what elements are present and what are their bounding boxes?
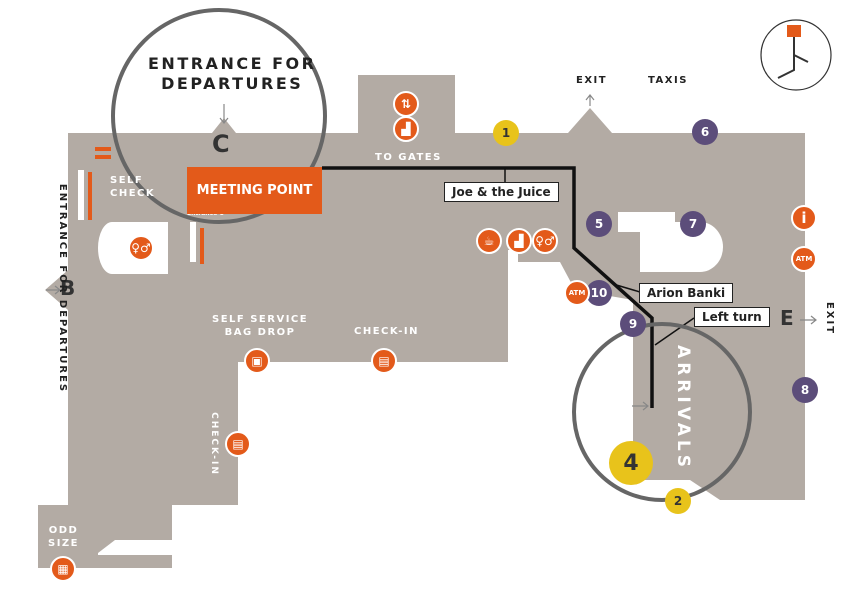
marker-7[interactable]: 7 [680,211,706,237]
info-icon[interactable]: i [791,205,817,231]
entrance-departures-b-label: ENTRANCE FOR DEPARTURES [57,183,69,394]
meeting-point-label: MEETING POINT [187,167,322,214]
arrivals-label: ARRIVALS [672,345,693,471]
restroom-icon[interactable]: ♀♂ [532,228,558,254]
exit-top-label: EXIT [576,75,608,86]
check-in-icon[interactable]: ▤ [371,348,397,374]
bag-drop-icon[interactable]: ▣ [244,348,270,374]
highlight-circle-entrance-c [111,8,327,224]
arion-banki-callout: Arion Banki [639,283,734,303]
food-icon[interactable]: ☕ [476,228,502,254]
marker-1[interactable]: 1 [493,120,519,146]
marker-4[interactable]: 4 [609,441,653,485]
marker-2[interactable]: 2 [665,488,691,514]
marker-6[interactable]: 6 [692,119,718,145]
check-in-label: CHECK-IN [354,326,419,337]
gate-c-label: C [212,130,230,158]
compass-inset [760,19,832,91]
stairs-icon[interactable]: ▟ [506,228,532,254]
gate-e-label: E [780,306,794,330]
taxis-label: TAXIS [648,75,688,86]
atm-icon[interactable]: ATM [791,246,817,272]
bag-drop-label: SELF SERVICE BAG DROP [212,314,309,338]
marker-5[interactable]: 5 [586,211,612,237]
left-turn-callout: Left turn [694,307,770,327]
joe-juice-callout: Joe & the Juice [444,182,559,202]
gate-b-label: B [60,276,76,300]
exit-right-label: EXIT [824,301,836,336]
desk-marks [88,147,204,264]
marker-9[interactable]: 9 [620,311,646,337]
entrance-departures-c-label: ENTRANCE FOR DEPARTURES [148,54,317,93]
atm-icon[interactable]: ATM [564,280,590,306]
escalator-icon[interactable]: ⇅ [393,91,419,117]
highlight-circle-arrivals [572,322,752,502]
marker-8[interactable]: 8 [792,377,818,403]
callout-leader-left-turn [654,317,695,346]
stairs-icon[interactable]: ▟ [393,116,419,142]
check-in-icon[interactable]: ▤ [225,431,251,457]
odd-size-icon[interactable]: ▦ [50,556,76,582]
self-checkin-label: SELF CHECK [110,175,156,199]
odd-size-label: ODD SIZE [48,525,80,549]
restroom-icon[interactable]: ♀♂ [128,235,154,261]
route-line [322,166,654,408]
direction-arrows [46,94,817,411]
marker-10[interactable]: 10 [586,280,612,306]
callout-leader-arion [612,283,641,293]
check-in-vertical-label: CHECK-IN [208,412,219,476]
to-gates-label: TO GATES [375,152,442,163]
